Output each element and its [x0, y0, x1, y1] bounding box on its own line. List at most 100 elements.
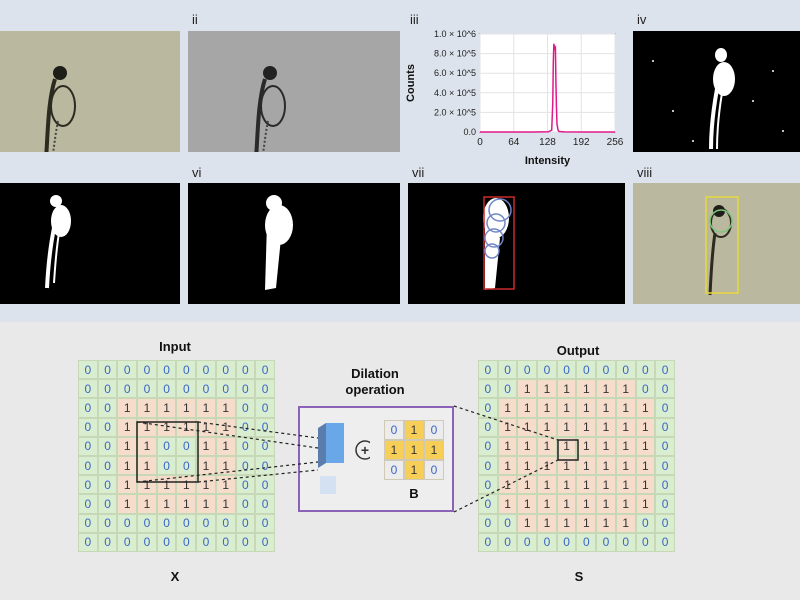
input-grid-cell: 1 [137, 417, 157, 437]
output-grid-cell: 1 [537, 494, 557, 514]
kernel-cell: 1 [424, 440, 444, 460]
input-grid-cell: 0 [97, 455, 118, 476]
input-grid-cell: 1 [196, 436, 216, 456]
overlay-bounding-box [705, 196, 739, 294]
output-grid-cell: 0 [478, 417, 498, 437]
input-grid-cell: 0 [255, 360, 275, 380]
output-grid-cell: 0 [615, 360, 636, 380]
output-grid-cell: 0 [655, 436, 675, 456]
output-grid-cell: 1 [615, 494, 636, 514]
kernel-cell: 1 [404, 440, 424, 460]
output-grid-cell: 0 [556, 532, 577, 552]
input-grid-cell: 0 [176, 436, 197, 456]
panel-cleaned [0, 183, 180, 304]
y-tick-label: 8.0 × 10^5 [434, 49, 476, 59]
input-grid-cell: 0 [255, 475, 275, 495]
input-grid-cell: 0 [78, 398, 98, 418]
bounding-box [483, 196, 515, 290]
input-grid-cell: 0 [176, 379, 197, 399]
input-grid-cell: 1 [196, 398, 216, 418]
input-grid-cell: 0 [137, 513, 157, 533]
output-grid-cell: 1 [615, 379, 636, 399]
output-grid-cell: 1 [517, 455, 538, 476]
panel-grayscale [188, 31, 400, 152]
panel-label-ii: ii [192, 12, 198, 27]
panel-label-vii: vii [412, 165, 425, 180]
kernel-icon: + [318, 423, 370, 494]
output-grid-cell: 1 [596, 494, 616, 514]
input-grid-cell: 0 [176, 360, 197, 380]
output-grid-cell: 1 [596, 436, 616, 456]
input-grid-cell: 0 [156, 532, 177, 552]
panel-filled [188, 183, 400, 304]
input-grid-cell: 1 [215, 417, 236, 437]
input-grid-cell: 1 [176, 398, 197, 418]
output-grid-cell: 0 [497, 379, 518, 399]
output-grid-cell: 1 [537, 513, 557, 533]
output-grid-cell: 1 [576, 513, 597, 533]
input-grid-cell: 1 [215, 398, 236, 418]
output-grid-cell: 0 [478, 398, 498, 418]
output-grid-cell: 0 [635, 513, 656, 533]
output-grid-cell: 1 [517, 494, 538, 514]
input-grid-cell: 0 [97, 475, 118, 495]
output-grid-cell: 1 [635, 417, 656, 437]
input-grid-cell: 0 [235, 532, 256, 552]
output-grid-cell: 1 [615, 436, 636, 456]
output-grid-cell: 0 [655, 513, 675, 533]
output-grid-cell: 1 [596, 398, 616, 418]
detection-larva-image [483, 196, 515, 290]
input-grid-cell: 1 [156, 475, 177, 495]
input-grid-cell: 0 [117, 360, 138, 380]
input-grid-cell: 1 [156, 417, 177, 437]
input-grid-cell: 0 [97, 417, 118, 437]
output-grid-cell: 1 [576, 475, 597, 495]
input-grid-cell: 0 [215, 532, 236, 552]
y-axis-label: Counts [405, 64, 417, 102]
output-grid-cell: 1 [497, 436, 518, 456]
input-grid-cell: 1 [176, 475, 197, 495]
x-tick-label: 64 [508, 137, 520, 148]
panel-label-vi: vi [192, 165, 202, 180]
input-grid-cell: 1 [117, 494, 138, 514]
output-grid-cell: 1 [517, 417, 538, 437]
output-grid-cell: 1 [615, 398, 636, 418]
input-symbol: X [170, 569, 180, 584]
output-grid-cell: 0 [655, 532, 675, 552]
input-grid-cell: 1 [117, 417, 138, 437]
output-grid-cell: 0 [478, 360, 498, 380]
input-grid-cell: 0 [156, 513, 177, 533]
output-grid-cell: 1 [517, 398, 538, 418]
input-grid-cell: 1 [196, 417, 216, 437]
output-grid-cell: 1 [635, 475, 656, 495]
input-grid-cell: 1 [215, 455, 236, 476]
output-grid-cell: 0 [655, 398, 675, 418]
output-grid-cell: 1 [556, 436, 577, 456]
input-grid-cell: 1 [176, 494, 197, 514]
input-grid-cell: 0 [215, 379, 236, 399]
output-grid-cell: 0 [596, 532, 616, 552]
input-grid-cell: 0 [97, 494, 118, 514]
input-grid-cell: 0 [97, 360, 118, 380]
input-grid-cell: 1 [215, 436, 236, 456]
input-grid-cell: 0 [235, 475, 256, 495]
input-grid-cell: 0 [255, 513, 275, 533]
input-grid-cell: 0 [235, 360, 256, 380]
plus-circle-icon [355, 440, 370, 460]
input-grid-cell: 1 [137, 494, 157, 514]
output-grid-cell: 1 [517, 513, 538, 533]
input-grid-cell: 0 [156, 455, 177, 476]
input-grid-cell: 1 [137, 455, 157, 476]
output-grid-cell: 1 [576, 494, 597, 514]
output-grid-cell: 0 [478, 532, 498, 552]
input-grid-cell: 0 [235, 455, 256, 476]
output-grid-cell: 1 [635, 436, 656, 456]
output-grid-cell: 0 [517, 532, 538, 552]
input-grid-cell: 1 [215, 494, 236, 514]
input-grid-cell: 0 [196, 513, 216, 533]
output-grid-cell: 0 [517, 360, 538, 380]
input-grid-cell: 0 [235, 417, 256, 437]
panel-label-iv: iv [637, 12, 647, 27]
input-grid-cell: 0 [117, 532, 138, 552]
